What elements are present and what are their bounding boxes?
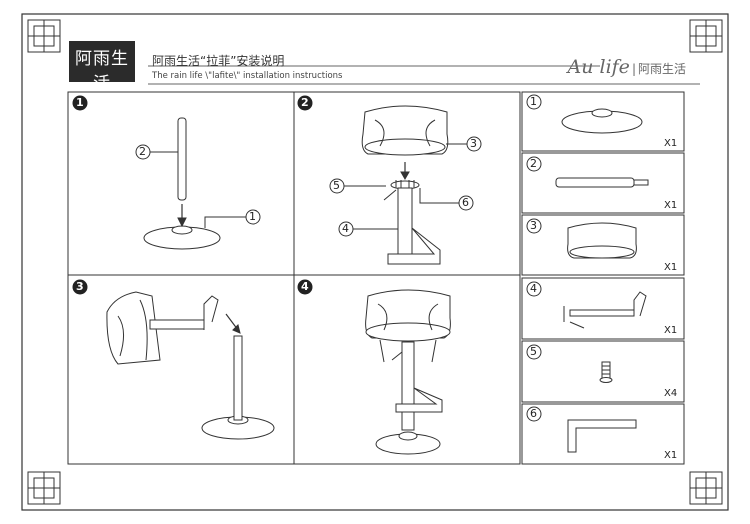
page-subtitle: The rain life \"lafite\" installation in… bbox=[152, 71, 343, 81]
callout-step1-part2: 2 bbox=[139, 145, 146, 158]
page-title: 阿雨生活“拉菲”安装说明 bbox=[152, 54, 285, 68]
brand-signature: Au life bbox=[90, 96, 114, 104]
step-number-1: 1 bbox=[76, 96, 84, 109]
callout-step2-part5: 5 bbox=[333, 179, 340, 192]
part-qty-3: X1 bbox=[664, 262, 678, 273]
part-number-5: 5 bbox=[530, 345, 537, 358]
brand-logo-right: Au life|阿雨生活 bbox=[567, 56, 687, 78]
callout-step2-part6: 6 bbox=[462, 196, 469, 209]
part-number-3: 3 bbox=[530, 219, 537, 232]
parts-list bbox=[521, 91, 685, 465]
corner-ornament-tl bbox=[27, 19, 61, 53]
step-number-3: 3 bbox=[76, 280, 84, 293]
step-number-4: 4 bbox=[301, 280, 309, 293]
part-icon-seat bbox=[567, 222, 637, 259]
part-icon-base-disc bbox=[561, 108, 643, 134]
step2-illustration bbox=[329, 105, 482, 265]
corner-ornament-bl bbox=[27, 471, 61, 505]
callout-step2-part3: 3 bbox=[470, 137, 477, 150]
part-qty-2: X1 bbox=[664, 200, 678, 211]
part-number-1: 1 bbox=[530, 95, 537, 108]
part-icon-gas-lift-column bbox=[555, 177, 649, 188]
brand-name: 阿雨生活 bbox=[75, 49, 129, 94]
corner-ornament-br bbox=[689, 471, 723, 505]
part-number-2: 2 bbox=[530, 157, 537, 170]
step-number-2: 2 bbox=[301, 96, 309, 109]
part-icon-allen-key bbox=[567, 419, 637, 453]
part-qty-1: X1 bbox=[664, 138, 678, 149]
callout-step2-part4: 4 bbox=[342, 222, 349, 235]
part-icon-footrest-bracket bbox=[563, 291, 647, 329]
callout-step1-part1: 1 bbox=[249, 210, 256, 223]
part-icon-screw bbox=[599, 361, 613, 383]
part-number-4: 4 bbox=[530, 282, 537, 295]
brand-logo-box: 阿雨生活 Au life bbox=[69, 41, 135, 104]
step1-illustration bbox=[135, 117, 261, 250]
step3-illustration bbox=[106, 291, 275, 440]
part-qty-4: X1 bbox=[664, 325, 678, 336]
part-qty-5: X4 bbox=[664, 388, 678, 399]
step4-illustration bbox=[365, 289, 451, 455]
corner-ornament-tr bbox=[689, 19, 723, 53]
part-number-6: 6 bbox=[530, 407, 537, 420]
part-qty-6: X1 bbox=[664, 450, 678, 461]
